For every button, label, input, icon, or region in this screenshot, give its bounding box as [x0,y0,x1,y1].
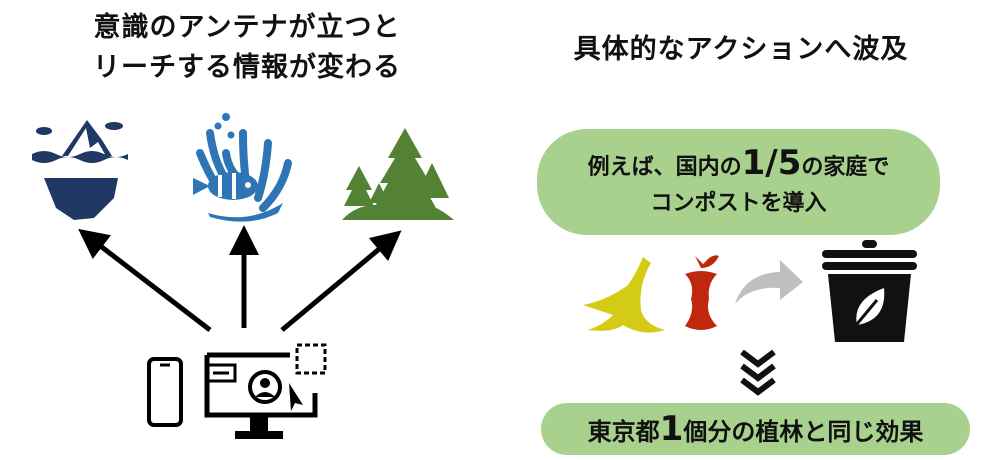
bubble-line2: コンポストを導入 [650,191,827,216]
computer-monitor-icon [204,343,327,439]
arrows-to-icons [78,225,402,332]
compost-bubble: 例えば、国内の1/5の家庭で コンポストを導入 [537,129,940,235]
bubble-pre: 例えば、国内の [587,155,742,180]
left-title: 意識のアンテナが立つと リーチする情報が変わる [0,8,494,88]
forest-icon [342,128,454,220]
curved-arrow-icon [735,260,803,304]
apple-core-icon [685,255,719,330]
sea-anemone-fish-icon [193,113,292,222]
result-bubble: 東京都1個分の植林と同じ効果 [541,403,970,455]
result-number: 1 [659,409,684,449]
result-pre: 東京都 [587,418,660,446]
compost-bin-icon [822,240,917,342]
left-title-line1: 意識のアンテナが立つと [93,12,401,43]
bubble-line1: 例えば、国内の1/5の家庭で [537,145,940,186]
banana-peel-icon [583,257,665,333]
iceberg-icon [32,120,128,220]
right-title: 具体的なアクションへ波及 [573,34,909,65]
chevrons-down-icon [740,349,776,396]
result-post: 個分の植林と同じ効果 [683,418,924,446]
bubble-fraction: 1/5 [741,143,802,183]
smartphone-icon [147,357,183,427]
bubble-post: の家庭で [801,155,890,180]
left-title-line2: リーチする情報が変わる [93,52,401,83]
